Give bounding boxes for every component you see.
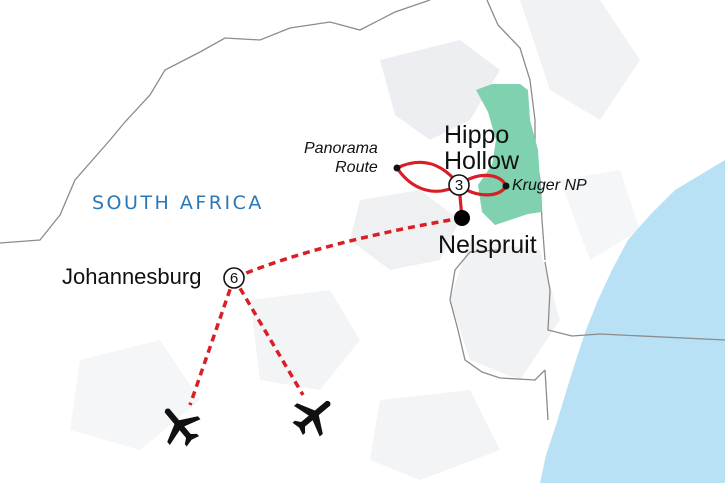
hippo-hollow-label: Hippo Hollow: [444, 122, 519, 174]
panorama-route-label: Panorama Route: [304, 141, 378, 176]
panorama-route-label-line2: Route: [335, 159, 378, 176]
johannesburg-marker: 6: [223, 267, 245, 289]
country-label: SOUTH AFRICA: [92, 192, 264, 214]
hippo-hollow-label-line1: Hippo: [444, 121, 510, 149]
panorama-route-label-line1: Panorama: [304, 140, 378, 157]
hippo-hollow-label-line2: Hollow: [444, 147, 520, 175]
kruger-np-label: Kruger NP: [512, 177, 587, 194]
flight-route: [188, 216, 463, 406]
nelspruit-label: Nelspruit: [438, 231, 537, 259]
indian-ocean: [540, 160, 725, 483]
nelspruit-marker: [454, 210, 470, 226]
terrain-shading: [70, 0, 640, 480]
kruger-np-marker: [502, 182, 510, 190]
svg-text:3: 3: [455, 177, 463, 194]
svg-text:6: 6: [230, 270, 238, 287]
kruger-national-park: [476, 84, 542, 225]
panorama-route-marker: [393, 164, 401, 172]
airplane-icon: [164, 408, 201, 447]
airplane-icon: [292, 400, 331, 437]
johannesburg-label: Johannesburg: [62, 264, 202, 289]
hippo-hollow-marker: 3: [448, 174, 470, 196]
